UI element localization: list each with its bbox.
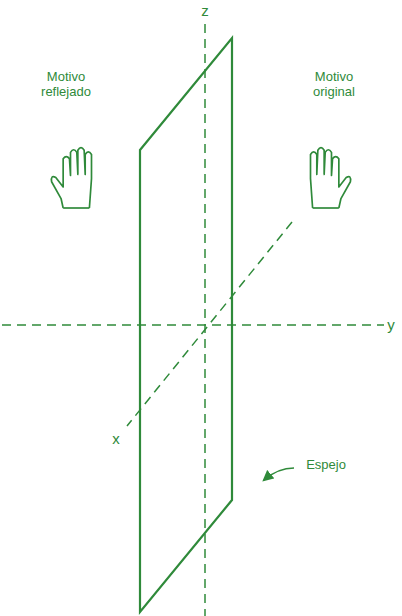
leader-arrow bbox=[264, 468, 294, 480]
z-axis bbox=[204, 24, 206, 616]
x-axis bbox=[127, 222, 292, 426]
callout-label: Espejo bbox=[296, 458, 356, 473]
original-hand bbox=[311, 148, 351, 208]
axis-label: x bbox=[108, 430, 124, 447]
axis-label: y bbox=[384, 316, 398, 333]
reflected-hand bbox=[51, 148, 91, 208]
motif-label: Motivo reflejado bbox=[26, 70, 106, 100]
axis-label: z bbox=[196, 2, 214, 19]
y-axis bbox=[2, 324, 384, 326]
motif-label: Motivo original bbox=[294, 70, 374, 100]
